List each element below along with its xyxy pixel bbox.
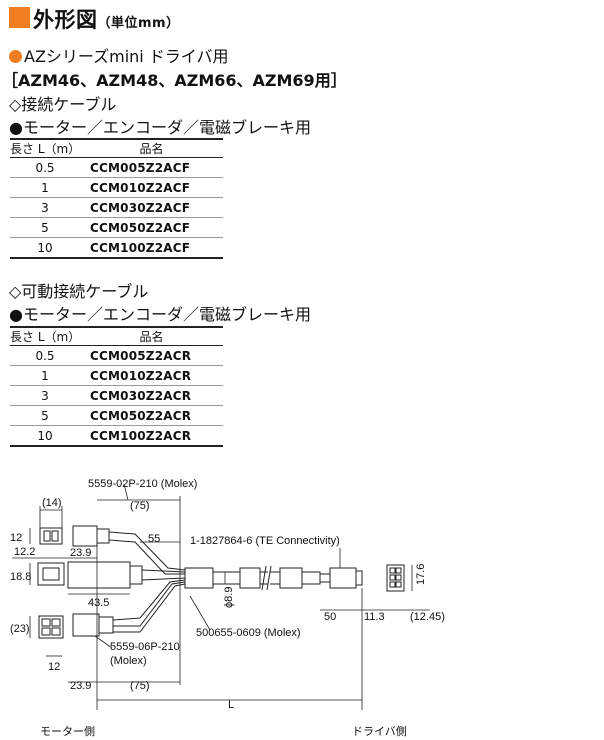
length-cell: 10 [10, 237, 80, 259]
product-cell: CCM005Z2ACR [80, 345, 223, 366]
dim-23-9-bottom: 23.9 [70, 680, 91, 692]
product-header: 品名 [80, 326, 223, 346]
dim-14: (14) [42, 497, 62, 509]
length-header: 長さ L（m） [10, 138, 80, 158]
dim-L: L [228, 699, 234, 711]
conn-5559-02p: 5559-02P-210 (Molex) [88, 478, 197, 490]
length-cell: 5 [10, 217, 80, 238]
cable2-title: ◇可動接続ケーブル [9, 282, 149, 301]
product-cell: CCM010Z2ACF [80, 177, 223, 198]
cable2-subtitle: ●モーター／エンコーダ／電磁ブレーキ用 [9, 305, 311, 324]
dim-12-top: 12 [10, 532, 22, 544]
unit-text: （単位mm） [97, 16, 180, 31]
motor-side-label: モーター側 [40, 725, 95, 738]
cable1-subtitle: ●モーター／エンコーダ／電磁ブレーキ用 [9, 118, 311, 137]
dim-12-2: 12.2 [14, 546, 35, 558]
encoder-connector [37, 562, 65, 586]
dim-23-9-top: 23.9 [70, 547, 91, 559]
side-connector-bottom [72, 613, 100, 637]
cable-dimension-drawing: (14) 12 12.2 23.9 5559-02P-210 (Molex) (… [10, 478, 445, 738]
driver-connector-side [329, 567, 357, 589]
driver-connector-front [386, 564, 405, 592]
length-cell: 10 [10, 425, 80, 447]
length-cell: 0.5 [10, 157, 80, 178]
dim-17-6: 17.6 [415, 564, 427, 585]
length-cell: 3 [10, 197, 80, 218]
product-cell: CCM100Z2ACF [80, 237, 223, 259]
orange-bullet-icon [9, 50, 22, 63]
conn-5559-06p: 5559-06P-210 [110, 641, 180, 653]
product-cell: CCM050Z2ACF [80, 217, 223, 238]
length-header: 長さ L（m） [10, 326, 80, 346]
title-marker [9, 7, 30, 28]
series-title: AZシリーズmini ドライバ用 [24, 47, 229, 66]
length-cell: 5 [10, 405, 80, 426]
product-cell: CCM010Z2ACR [80, 365, 223, 386]
dim-23: (23) [10, 623, 30, 635]
length-cell: 1 [10, 365, 80, 386]
dim-18-8: 18.8 [10, 571, 31, 583]
dim-43-5: 43.5 [88, 597, 109, 609]
dim-50: 50 [324, 611, 336, 623]
series-heading: AZシリーズmini ドライバ用 [9, 43, 229, 67]
side-connector-middle [67, 561, 131, 589]
length-cell: 0.5 [10, 345, 80, 366]
length-cell: 3 [10, 385, 80, 406]
dim-75-bottom: (75) [130, 680, 150, 692]
dim-12-bottom: 12 [48, 661, 60, 673]
page-title: 外形図（単位mm） [33, 4, 180, 34]
table-header-row: 長さ L（m） 品名 [10, 326, 223, 346]
side-connector-top [72, 525, 98, 547]
brake-connector-6pin [38, 615, 64, 639]
product-cell: CCM005Z2ACF [80, 157, 223, 178]
motor-connector-2pin [39, 527, 63, 545]
product-cell: CCM050Z2ACR [80, 405, 223, 426]
cable1-title: ◇接続ケーブル [9, 95, 117, 114]
dim-11-3: 11.3 [364, 611, 385, 623]
length-cell: 1 [10, 177, 80, 198]
product-header: 品名 [80, 138, 223, 158]
model-list: ［AZM46、AZM48、AZM66、AZM69用］ [2, 71, 347, 90]
dim-12-45: (12.45) [410, 611, 445, 623]
conn-te-1827864: 1-1827864-6 (TE Connectivity) [190, 535, 340, 547]
driver-side-label: ドライバ側 [352, 725, 407, 738]
product-cell: CCM100Z2ACR [80, 425, 223, 447]
conn-500655: 500655-0609 (Molex) [196, 627, 301, 639]
title-text: 外形図 [33, 8, 98, 32]
dim-phi-8-9: ϕ8.9 [223, 587, 235, 608]
conn-5559-06p-maker: (Molex) [110, 655, 147, 667]
dim-75-top: (75) [130, 500, 150, 512]
product-cell: CCM030Z2ACF [80, 197, 223, 218]
product-cell: CCM030Z2ACR [80, 385, 223, 406]
dim-55: 55 [148, 533, 160, 545]
table-header-row: 長さ L（m） 品名 [10, 138, 223, 158]
